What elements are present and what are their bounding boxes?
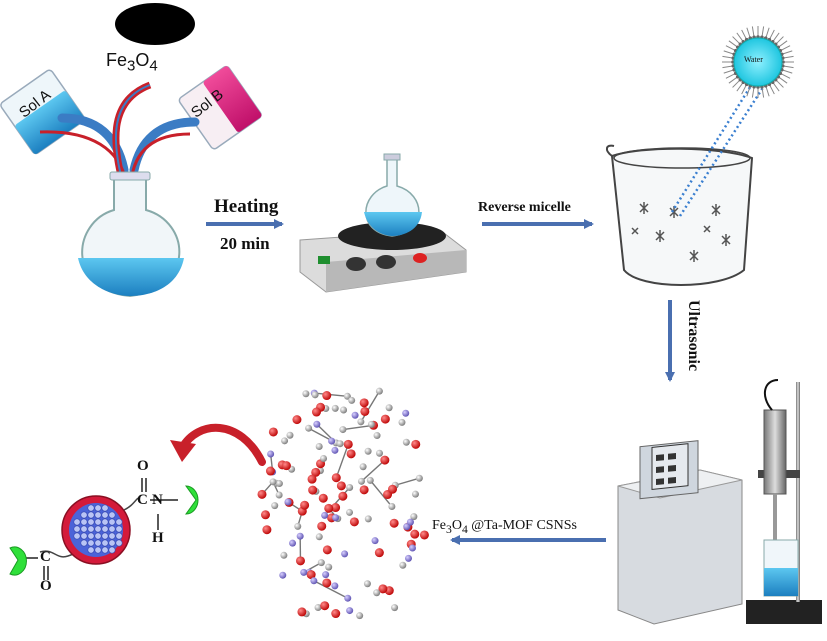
atom-carbon-left: C bbox=[40, 549, 51, 566]
pour-arrow-blue-right bbox=[134, 122, 195, 170]
ultrasonic-label: Ultrasonic bbox=[684, 300, 702, 371]
atom-nitrogen: N bbox=[152, 492, 163, 509]
ligand-left bbox=[10, 547, 26, 575]
curved-red-arrowhead bbox=[170, 440, 196, 462]
sol-a-beaker bbox=[0, 69, 86, 155]
heating-label: Heating bbox=[214, 196, 278, 218]
atom-hydrogen: H bbox=[152, 530, 164, 547]
atom-oxygen-left: O bbox=[40, 578, 52, 595]
atom-oxygen-top: O bbox=[137, 458, 149, 475]
mixing-flask bbox=[78, 172, 184, 296]
atom-carbon-top: C bbox=[137, 492, 148, 509]
water-label: Water bbox=[744, 55, 763, 64]
fe3o4-particle bbox=[115, 3, 195, 45]
functionalized-nanoparticle bbox=[10, 478, 198, 580]
mof-structure bbox=[258, 388, 429, 620]
hot-plate-stirrer bbox=[300, 154, 466, 292]
heating-time-label: 20 min bbox=[220, 234, 270, 254]
reverse-micelle-label: Reverse micelle bbox=[478, 200, 571, 216]
fe3o4-label: Fe3O4 bbox=[106, 50, 158, 75]
product-label: Fe3O4 @Ta-MOF CSNSs bbox=[432, 518, 577, 536]
ligand-right bbox=[186, 486, 198, 514]
ultrasonic-device bbox=[618, 380, 822, 624]
